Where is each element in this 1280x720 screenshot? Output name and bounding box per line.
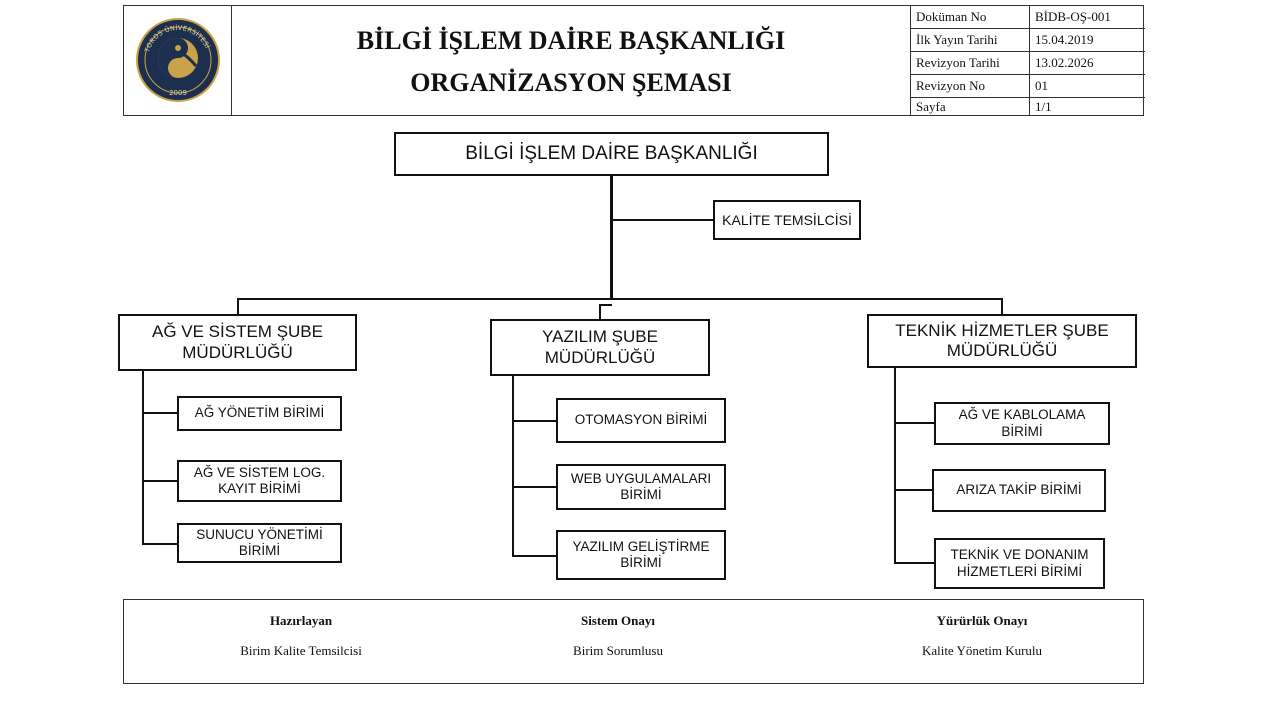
unit-box: AĞ VE SİSTEM LOG. KAYIT BİRİMİ	[177, 460, 342, 502]
unit-box: OTOMASYON BİRİMİ	[556, 398, 726, 443]
branch-title-line-1: YAZILIM ŞUBE	[542, 327, 658, 347]
info-row-first-publish-date: İlk Yayın Tarihi 15.04.2019	[911, 29, 1145, 52]
unit-box: SUNUCU YÖNETİMİ BİRİMİ	[177, 523, 342, 563]
unit-label-line-1: AĞ VE SİSTEM LOG.	[193, 464, 326, 480]
unit-label-line-1: ARIZA TAKİP BİRİMİ	[956, 482, 1082, 498]
info-row-page: Sayfa 1/1	[911, 98, 1145, 115]
unit-box: ARIZA TAKİP BİRİMİ	[932, 469, 1106, 512]
unit-label-line-1: SUNUCU YÖNETİMİ	[196, 526, 323, 542]
info-row-document-no: Doküman No BİDB-OŞ-001	[911, 6, 1145, 29]
branch-title-line-2: MÜDÜRLÜĞÜ	[544, 347, 656, 367]
unit-box: TEKNİK VE DONANIM HİZMETLERİ BİRİMİ	[934, 538, 1105, 589]
approval-footer: Hazırlayan Birim Kalite Temsilcisi Siste…	[123, 599, 1144, 684]
connector-staff	[612, 219, 714, 221]
connector-unit	[894, 562, 935, 564]
info-key: Doküman No	[916, 9, 987, 24]
connector-branch-2-spine	[512, 375, 514, 557]
unit-label-line-1: YAZILIM GELİŞTİRME	[572, 538, 710, 554]
connector-branch-3-drop	[1001, 298, 1003, 315]
quality-representative-box: KALİTE TEMSİLCİSİ	[713, 200, 861, 240]
connector-branch-1-spine	[142, 371, 144, 545]
info-value: 1/1	[1035, 99, 1052, 114]
info-key: Revizyon No	[916, 78, 985, 93]
info-value: 15.04.2019	[1035, 32, 1094, 47]
connector-unit	[512, 555, 557, 557]
unit-box: YAZILIM GELİŞTİRME BİRİMİ	[556, 530, 726, 580]
unit-box: AĞ YÖNETİM BİRİMİ	[177, 396, 342, 431]
title-line-2: ORGANİZASYON ŞEMASI	[410, 68, 732, 97]
branch-box-network-systems: AĞ VE SİSTEM ŞUBE MÜDÜRLÜĞÜ	[118, 314, 357, 371]
connector-root-trunk	[610, 175, 613, 300]
unit-box: WEB UYGULAMALARI BİRİMİ	[556, 464, 726, 510]
footer-name: Birim Kalite Temsilcisi	[240, 643, 362, 658]
connector-unit	[142, 480, 178, 482]
info-row-revision-no: Revizyon No 01	[911, 75, 1145, 98]
title-line-1: BİLGİ İŞLEM DAİRE BAŞKANLIĞI	[356, 26, 786, 55]
footer-name: Birim Sorumlusu	[573, 643, 663, 658]
org-root-label: BİLGİ İŞLEM DAİRE BAŞKANLIĞI	[465, 142, 758, 164]
info-row-revision-date: Revizyon Tarihi 13.02.2026	[911, 52, 1145, 75]
document-header: TOROS ÜNİVERSİTESİ 2009 BİLGİ İŞLEM DAİR…	[123, 5, 1145, 116]
org-root-box: BİLGİ İŞLEM DAİRE BAŞKANLIĞI	[394, 132, 829, 176]
unit-label-line-2: KAYIT BİRİMİ	[218, 481, 301, 496]
unit-box: AĞ VE KABLOLAMA BİRİMİ	[934, 402, 1110, 445]
footer-heading: Sistem Onayı	[580, 613, 656, 628]
unit-label-line-1: AĞ VE KABLOLAMA	[958, 407, 1086, 423]
connector-branch-2-jog	[599, 304, 612, 306]
branch-title-line-1: TEKNİK HİZMETLER ŞUBE	[895, 320, 1109, 340]
quality-representative-label: KALİTE TEMSİLCİSİ	[722, 211, 852, 228]
info-key: İlk Yayın Tarihi	[916, 32, 998, 47]
unit-label-line-2: BİRİMİ	[620, 487, 662, 502]
unit-label-line-2: HİZMETLERİ BİRİMİ	[956, 563, 1083, 579]
connector-unit	[894, 422, 935, 424]
info-value: BİDB-OŞ-001	[1035, 9, 1111, 24]
footer-name: Kalite Yönetim Kurulu	[921, 643, 1043, 658]
unit-label-line-1: AĞ YÖNETİM BİRİMİ	[194, 405, 325, 421]
logo-year-text: 2009	[169, 89, 187, 97]
unit-label-line-2: BİRİMİ	[238, 543, 281, 558]
document-title: BİLGİ İŞLEM DAİRE BAŞKANLIĞI ORGANİZASYO…	[232, 6, 910, 115]
info-key: Sayfa	[916, 99, 946, 114]
branch-title-line-2: MÜDÜRLÜĞÜ	[946, 341, 1058, 360]
branch-box-technical-services: TEKNİK HİZMETLER ŞUBE MÜDÜRLÜĞÜ	[867, 314, 1137, 368]
info-key: Revizyon Tarihi	[916, 55, 1000, 70]
logo-cell: TOROS ÜNİVERSİTESİ 2009	[124, 6, 232, 115]
footer-heading: Hazırlayan	[269, 613, 333, 628]
document-info-table: Doküman No BİDB-OŞ-001 İlk Yayın Tarihi …	[910, 6, 1145, 115]
connector-unit	[512, 420, 557, 422]
branch-title-line-1: AĞ VE SİSTEM ŞUBE	[152, 322, 323, 342]
connector-branch-2-drop	[599, 305, 601, 320]
unit-label-line-1: OTOMASYON BİRİMİ	[574, 412, 708, 428]
connector-unit	[894, 489, 933, 491]
unit-label-line-1: WEB UYGULAMALARI	[570, 470, 712, 486]
connector-unit	[512, 486, 557, 488]
info-value: 13.02.2026	[1035, 55, 1094, 70]
connector-unit	[142, 412, 178, 414]
footer-heading: Yürürlük Onayı	[936, 613, 1028, 628]
connector-unit	[142, 543, 178, 545]
connector-branch-3-spine	[894, 367, 896, 564]
unit-label-line-1: TEKNİK VE DONANIM	[950, 547, 1089, 563]
info-value: 01	[1035, 78, 1048, 93]
connector-branch-bus	[237, 298, 1003, 300]
university-logo: TOROS ÜNİVERSİTESİ 2009	[136, 18, 220, 102]
unit-label-line-2: BİRİMİ	[1001, 423, 1043, 439]
unit-label-line-2: BİRİMİ	[620, 555, 662, 570]
branch-box-software: YAZILIM ŞUBE MÜDÜRLÜĞÜ	[490, 319, 710, 376]
branch-title-line-2: MÜDÜRLÜĞÜ	[182, 342, 293, 362]
connector-branch-1-drop	[237, 298, 239, 315]
